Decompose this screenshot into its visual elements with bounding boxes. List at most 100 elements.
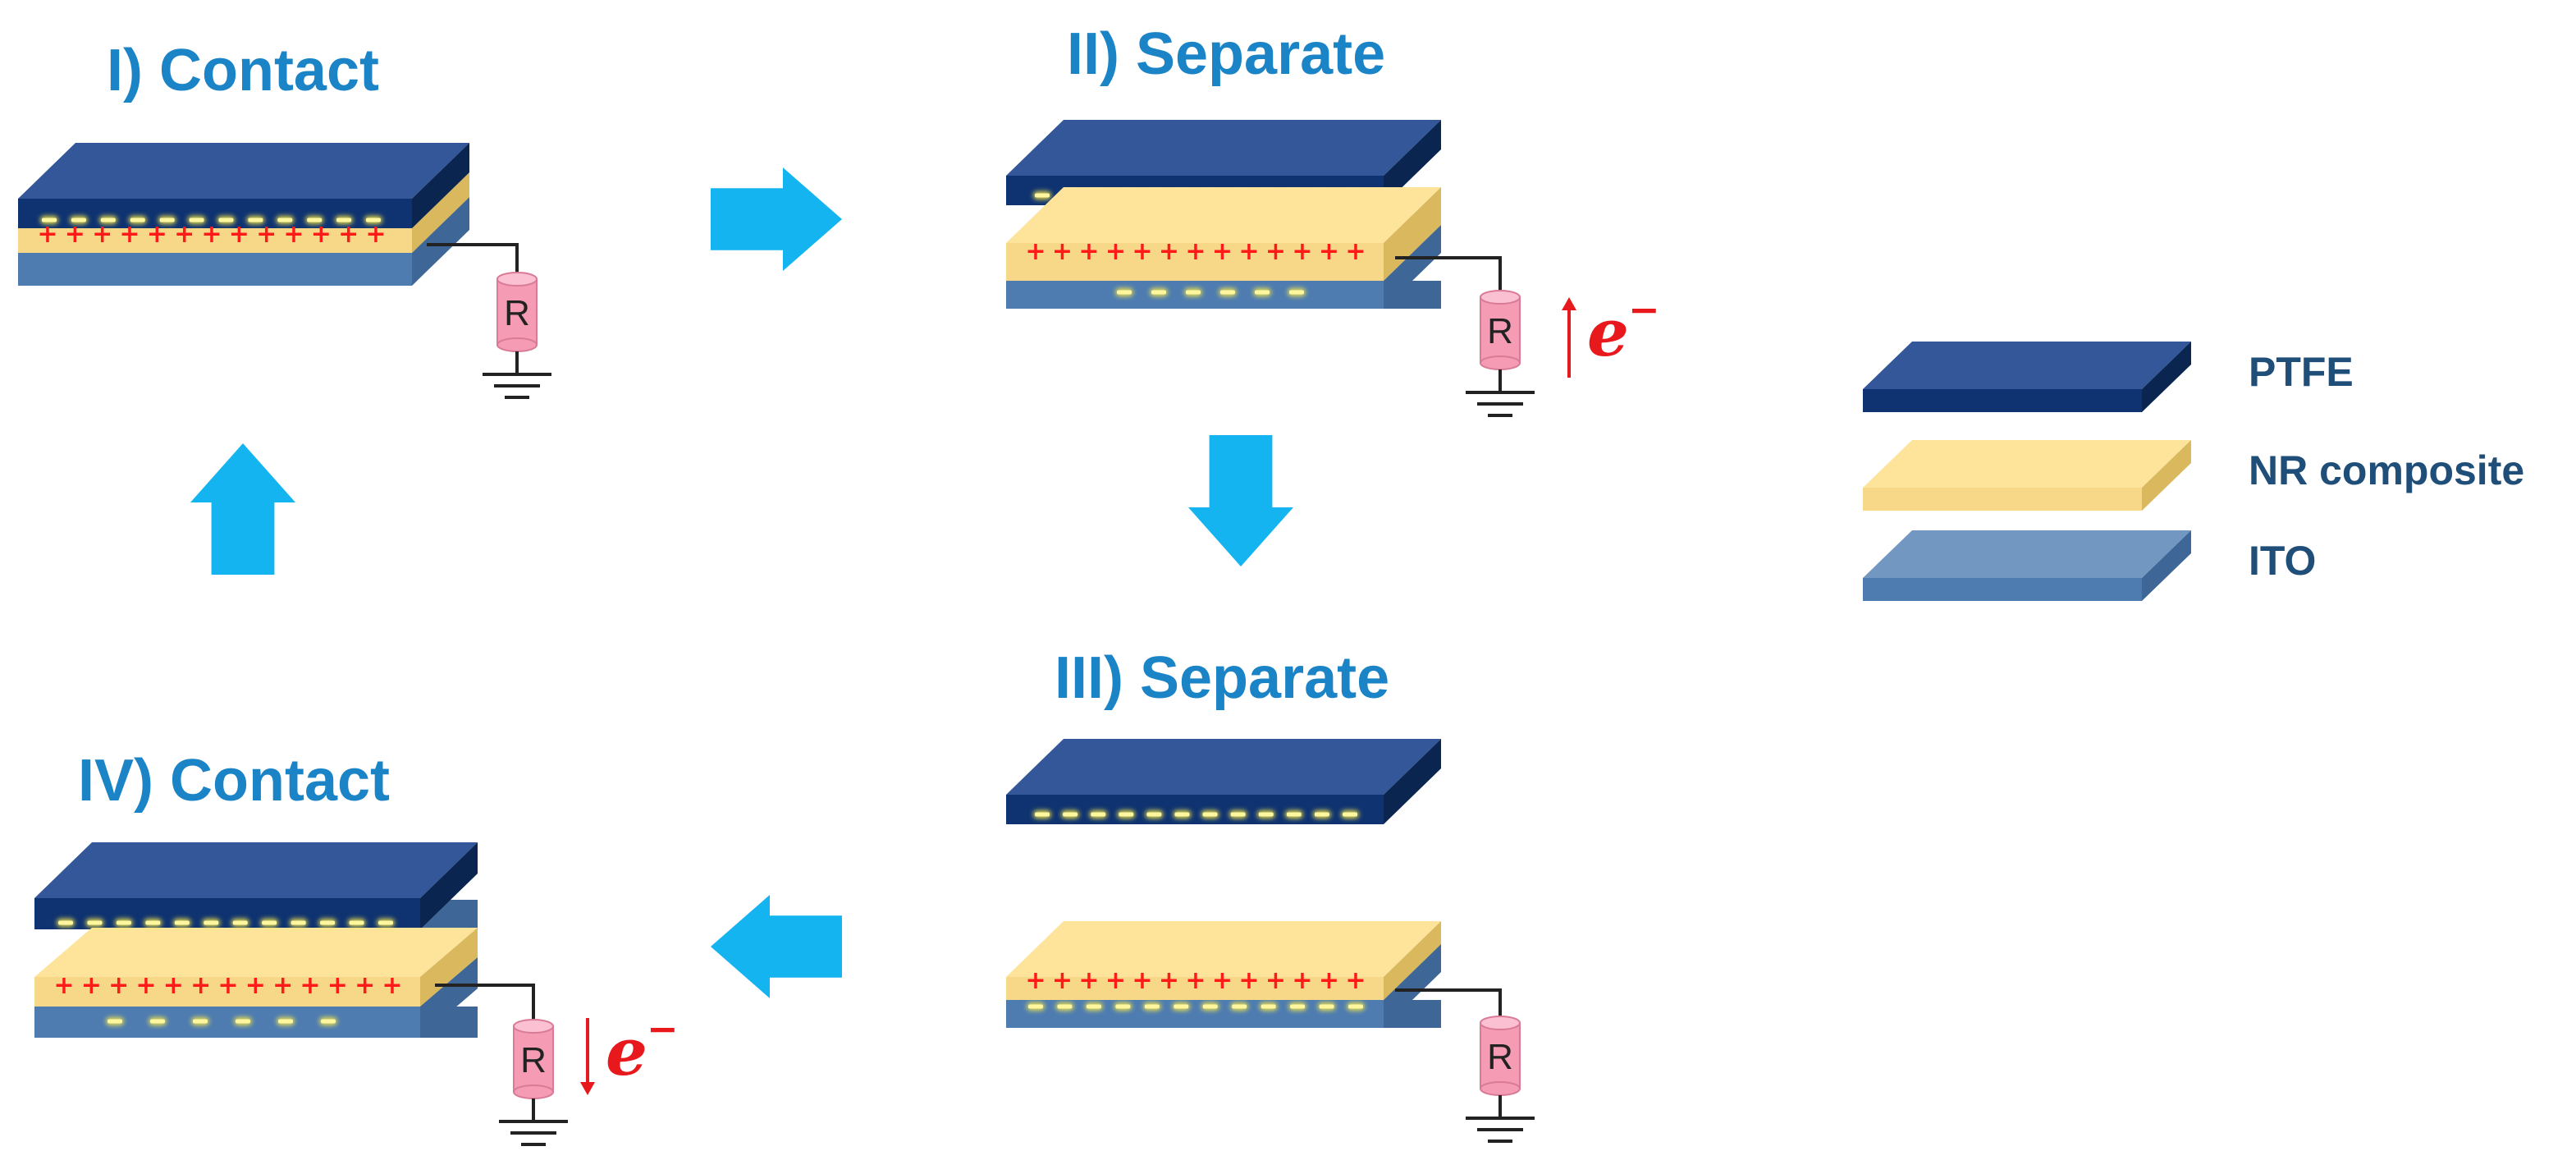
resistor-cap xyxy=(496,272,538,287)
plus-charge: + xyxy=(1025,237,1045,266)
plus-charge: + xyxy=(135,971,156,1000)
minus-charge xyxy=(1144,1004,1160,1009)
minus-charge xyxy=(236,1019,250,1024)
ptfe-layer-top xyxy=(18,143,469,199)
minus-charge xyxy=(58,920,73,925)
resistor-bottom xyxy=(1480,1081,1521,1096)
ptfe-negative-charges xyxy=(57,919,395,927)
plus-charge: + xyxy=(147,220,167,249)
legend-swatch-side xyxy=(2142,440,2191,511)
legend-item-1: PTFE xyxy=(1863,342,2354,412)
minus-charge xyxy=(218,218,234,222)
plus-charge: + xyxy=(1025,966,1045,995)
minus-charge xyxy=(1314,812,1329,817)
plus-charge: + xyxy=(365,220,386,249)
minus-charge xyxy=(232,920,248,925)
ito-layer-side xyxy=(412,197,469,286)
legend-swatch-side xyxy=(2142,530,2191,601)
ptfe-layer xyxy=(18,143,469,228)
legend-swatch xyxy=(1863,530,2191,601)
electron-flow-arrowhead xyxy=(580,1082,595,1095)
plus-charge: + xyxy=(1238,966,1259,995)
nr-positive-charges: +++++++++++++ xyxy=(1025,237,1366,266)
plus-charge: + xyxy=(174,220,194,249)
ptfe-layer xyxy=(1006,739,1441,824)
cycle-arrows xyxy=(190,167,1293,998)
plus-charge: + xyxy=(1052,237,1073,266)
minus-charge xyxy=(1289,290,1304,295)
ptfe-layer-side xyxy=(412,143,469,228)
legend-swatch-top xyxy=(1863,440,2191,488)
legend-swatch-front xyxy=(1863,389,2142,412)
plus-charge: + xyxy=(1238,237,1259,266)
electron-symbol: e xyxy=(1587,294,1629,371)
minus-charge xyxy=(277,218,293,222)
ito-layer-front xyxy=(18,253,412,286)
ptfe-layer-side xyxy=(1384,120,1441,205)
resistor-cap xyxy=(513,1019,554,1034)
plus-charge: + xyxy=(53,971,74,1000)
electron-superscript: − xyxy=(1628,287,1660,332)
plus-charge: + xyxy=(338,220,359,249)
minus-charge xyxy=(1086,1004,1101,1009)
minus-charge xyxy=(1174,1004,1189,1009)
step-title-3: III) Separate xyxy=(1055,645,1389,711)
plus-charge: + xyxy=(1212,237,1233,266)
minus-charge xyxy=(1091,812,1106,817)
electron-flow-arrowhead xyxy=(1562,297,1576,310)
wire xyxy=(1395,988,1502,1023)
step-title-2: II) Separate xyxy=(1067,21,1385,87)
minus-charge xyxy=(1319,1004,1334,1009)
minus-charge xyxy=(1028,1004,1043,1009)
plus-charge: + xyxy=(1292,237,1312,266)
wire xyxy=(1395,256,1502,297)
resistor-body xyxy=(1480,1022,1521,1089)
ito-negative-charges xyxy=(106,1017,337,1025)
ito-lower-front xyxy=(34,1007,420,1038)
circuit-4: R xyxy=(435,984,568,1146)
resistor-label: R xyxy=(1487,1037,1513,1077)
plus-charge: + xyxy=(245,971,266,1000)
plus-charge: + xyxy=(1292,966,1312,995)
ptfe-layer-side xyxy=(1384,739,1441,824)
arrow-down-icon xyxy=(1188,435,1293,566)
minus-charge xyxy=(1261,1004,1276,1009)
resistor-label: R xyxy=(1487,311,1513,351)
plus-charge: + xyxy=(1159,966,1179,995)
minus-charge xyxy=(87,920,103,925)
minus-charge xyxy=(1202,812,1218,817)
minus-charge xyxy=(1290,1004,1306,1009)
minus-charge xyxy=(150,1019,165,1024)
plus-charge: + xyxy=(1105,237,1126,266)
minus-charge xyxy=(278,1019,293,1024)
minus-charge xyxy=(1220,290,1235,295)
nr-layer xyxy=(34,928,478,1007)
plus-charge: + xyxy=(37,220,57,249)
minus-charge xyxy=(1063,812,1078,817)
resistor-bottom xyxy=(1480,355,1521,370)
minus-charge xyxy=(1348,1004,1363,1009)
plus-charge: + xyxy=(1212,966,1233,995)
step-title-4: IV) Contact xyxy=(78,748,390,814)
minus-charge xyxy=(1035,812,1050,817)
plus-charge: + xyxy=(1319,237,1339,266)
resistor-label: R xyxy=(520,1040,547,1080)
minus-charge xyxy=(1117,290,1132,295)
minus-charge xyxy=(1232,1004,1247,1009)
minus-charge xyxy=(116,920,131,925)
plus-charge: + xyxy=(327,971,348,1000)
ptfe-negative-charges xyxy=(1033,810,1359,819)
plus-charge: + xyxy=(1265,237,1286,266)
plus-charge: + xyxy=(119,220,140,249)
resistor-cap xyxy=(1480,290,1521,305)
minus-charge xyxy=(1035,193,1050,198)
minus-charge xyxy=(262,920,277,925)
circuit-3: R xyxy=(1395,988,1535,1143)
plus-charge: + xyxy=(190,971,211,1000)
nr-positive-charges: +++++++++++++ xyxy=(53,971,402,1000)
legend-swatch xyxy=(1863,342,2191,412)
resistor-body xyxy=(513,1025,554,1093)
ito-side xyxy=(1384,225,1441,309)
ito-negative-charges xyxy=(1027,1002,1365,1011)
